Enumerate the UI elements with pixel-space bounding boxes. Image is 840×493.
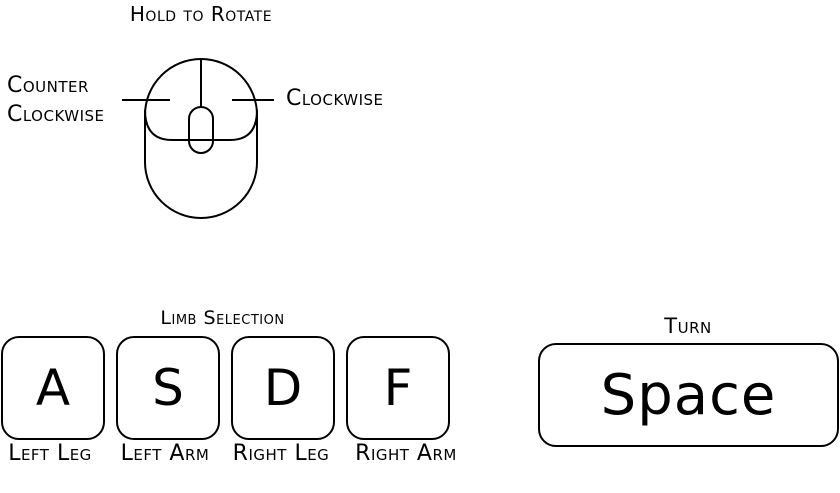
counter-clockwise-line1: Counter xyxy=(7,73,89,98)
mouse-icon xyxy=(122,58,274,219)
key-d: D xyxy=(231,336,335,440)
key-s: S xyxy=(116,336,220,440)
key-a: A xyxy=(1,336,105,440)
key-f: F xyxy=(346,336,450,440)
counter-clockwise-label: Counter Clockwise xyxy=(7,71,105,129)
key-s-label: Left Arm xyxy=(120,441,210,466)
key-space: Space xyxy=(538,343,839,447)
counter-clockwise-line2: Clockwise xyxy=(7,102,105,127)
mouse-button-divider xyxy=(144,109,258,141)
scroll-wheel xyxy=(188,106,214,154)
rotate-title: Hold to Rotate xyxy=(129,2,273,26)
clockwise-label: Clockwise xyxy=(286,86,384,111)
mouse-body xyxy=(144,58,258,219)
key-f-label: Right Arm xyxy=(355,441,457,466)
key-a-label: Left Leg xyxy=(8,441,92,466)
key-d-label: Right Leg xyxy=(232,441,330,466)
turn-title: Turn xyxy=(664,314,712,338)
limb-selection-title: Limb Selection xyxy=(160,307,285,329)
